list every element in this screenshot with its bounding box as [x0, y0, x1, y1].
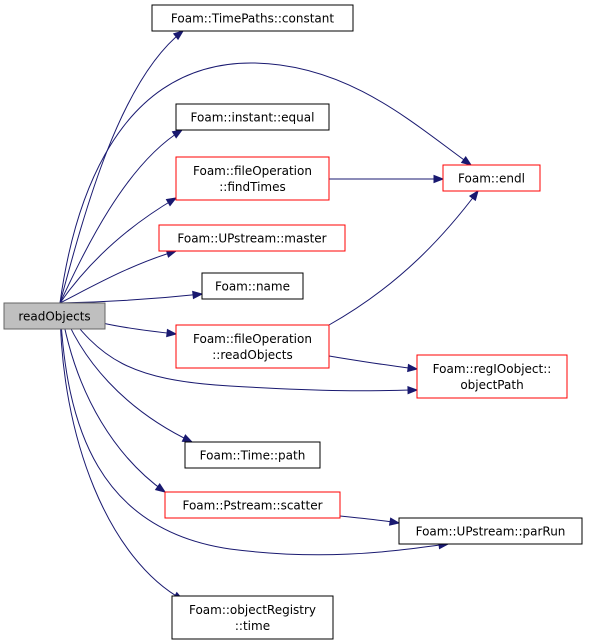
edges-layer	[59, 30, 479, 601]
edge-line	[328, 190, 479, 326]
node-label: Foam::Pstream::scatter	[182, 499, 322, 513]
node-label: Foam::regIOobject::	[433, 362, 552, 376]
node-label: Foam::fileOperation	[193, 164, 312, 178]
node-time_path[interactable]: Foam::Time::path	[184, 441, 321, 469]
edge-arrowhead	[388, 517, 401, 526]
edge-readObjects-to-fileop_findtimes	[59, 197, 178, 304]
node-fileop_findtimes[interactable]: Foam::fileOperation::findTimes	[175, 156, 330, 201]
node-box[interactable]	[175, 103, 330, 131]
node-label: ::time	[235, 619, 270, 633]
edge-readObjects-to-foam_name	[59, 290, 204, 304]
node-label: readObjects	[18, 310, 90, 324]
node-label: Foam::fileOperation	[193, 332, 312, 346]
node-label: ::findTimes	[219, 180, 286, 194]
edge-readObjects-to-regio_objectpath	[59, 302, 419, 395]
edge-fileop_findtimes-to-endl	[329, 174, 445, 184]
node-endl[interactable]: Foam::endl	[442, 164, 541, 192]
edge-readObjects-to-timepaths_constant	[59, 30, 185, 304]
node-box[interactable]	[164, 491, 341, 519]
edge-line	[59, 302, 449, 556]
node-box[interactable]	[171, 595, 334, 640]
node-label: ::readObjects	[212, 348, 292, 362]
edge-line	[59, 302, 418, 392]
edge-readObjects-to-endl	[59, 62, 473, 304]
edge-readObjects-to-instant_equal	[59, 129, 184, 304]
node-label: Foam::Time::path	[200, 449, 306, 463]
node-label: Foam::name	[215, 280, 290, 294]
edge-arrowhead	[192, 290, 204, 300]
edge-arrowhead	[171, 129, 184, 139]
edge-line	[59, 302, 166, 493]
node-upstream_master[interactable]: Foam::UPstream::master	[158, 224, 346, 252]
edge-arrowhead	[172, 30, 185, 41]
edge-line	[59, 293, 203, 304]
edge-fileop_readobjects-to-regio_objectpath	[328, 355, 419, 373]
node-label: Foam::endl	[458, 172, 525, 186]
edge-line	[59, 250, 177, 304]
node-upstream_parrun[interactable]: Foam::UPstream::parRun	[398, 517, 583, 545]
edge-arrowhead	[154, 483, 167, 493]
node-label: objectPath	[460, 378, 523, 392]
node-box[interactable]	[175, 156, 330, 201]
edge-fileop_readobjects-to-endl	[328, 189, 479, 326]
edge-line	[59, 302, 184, 601]
edge-arrowhead	[166, 328, 178, 338]
edge-arrowhead	[460, 156, 473, 166]
edge-arrowhead	[407, 363, 419, 373]
node-box[interactable]	[151, 4, 354, 32]
edge-line	[59, 30, 184, 304]
edge-line	[59, 62, 472, 304]
edge-arrowhead	[165, 197, 178, 207]
node-label: Foam::UPstream::master	[177, 232, 326, 246]
edge-arrowhead	[433, 174, 445, 184]
node-fileop_readobjects[interactable]: Foam::fileOperation::readObjects	[175, 324, 330, 369]
node-readObjects[interactable]: readObjects	[3, 302, 106, 330]
node-box[interactable]	[158, 224, 346, 252]
node-foam_name[interactable]: Foam::name	[201, 272, 304, 300]
edge-line	[328, 355, 418, 370]
node-box[interactable]	[184, 441, 321, 469]
node-instant_equal[interactable]: Foam::instant::equal	[175, 103, 330, 131]
node-timepaths_constant[interactable]: Foam::TimePaths::constant	[151, 4, 354, 32]
edge-pstream_scatter-to-upstream_parrun	[339, 515, 401, 526]
edge-readObjects-to-upstream_master	[59, 249, 178, 304]
node-objreg_time[interactable]: Foam::objectRegistry::time	[171, 595, 334, 640]
nodes-layer: readObjects Foam::TimePaths::constantFoam…	[3, 4, 583, 640]
edge-line	[59, 129, 183, 304]
node-box[interactable]	[442, 164, 541, 192]
node-box[interactable]	[175, 324, 330, 369]
edge-arrowhead	[181, 434, 194, 443]
node-regio_objectpath[interactable]: Foam::regIOobject::objectPath	[416, 354, 568, 399]
edge-arrowhead	[468, 189, 479, 202]
edge-line	[59, 197, 177, 304]
node-label: Foam::objectRegistry	[189, 603, 316, 617]
node-box[interactable]	[201, 272, 304, 300]
node-label: Foam::TimePaths::constant	[171, 12, 334, 26]
edge-arrowhead	[407, 385, 419, 395]
node-label: Foam::UPstream::parRun	[416, 525, 566, 539]
edge-readObjects-to-pstream_scatter	[59, 302, 167, 493]
node-pstream_scatter[interactable]: Foam::Pstream::scatter	[164, 491, 341, 519]
node-box[interactable]	[398, 517, 583, 545]
node-box[interactable]	[3, 302, 106, 330]
node-box[interactable]	[416, 354, 568, 399]
node-label: Foam::instant::equal	[191, 111, 315, 125]
